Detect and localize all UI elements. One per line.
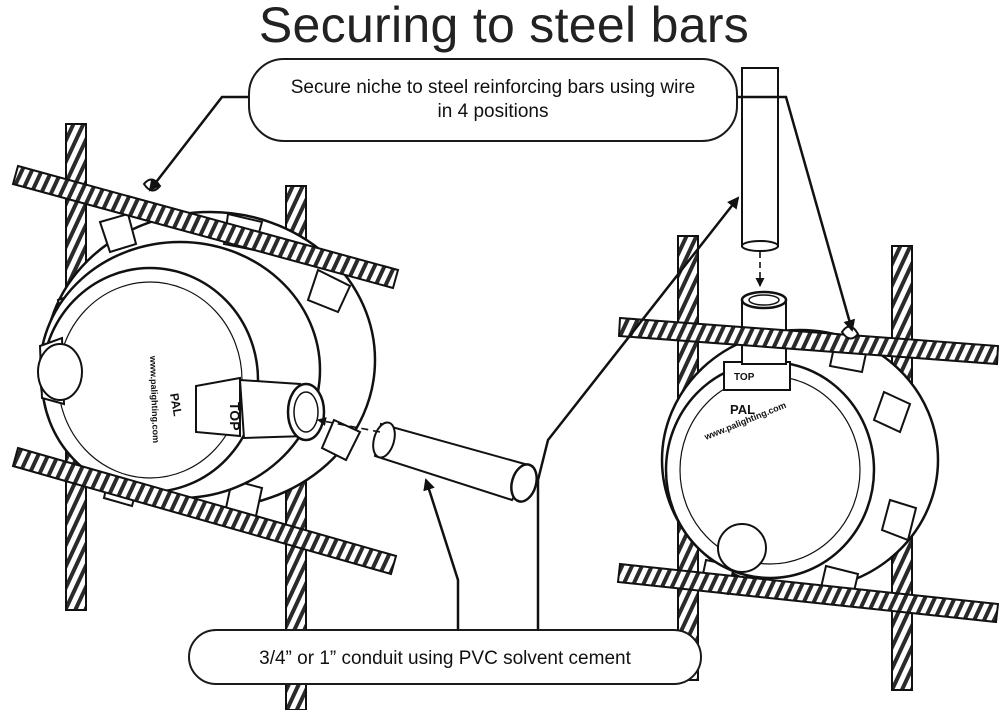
left-insert-arrow: [317, 417, 381, 433]
conduit-callout: 3/4” or 1” conduit using PVC solvent cem…: [188, 629, 702, 685]
right-logo: PAL: [730, 402, 755, 417]
bottom-callout-leaders: [423, 196, 740, 630]
left-horizontal-rebar-bottom: [11, 446, 398, 576]
callout-line-2: in 4 positions: [437, 101, 549, 122]
wire-instruction-callout: Secure niche to steel reinforcing bars u…: [248, 58, 738, 142]
right-horizontal-rebar-top: [617, 316, 1000, 366]
right-top-tag: TOP: [734, 372, 755, 383]
left-website: www.palighting.com: [148, 355, 161, 443]
left-top-tag: TOP: [227, 402, 243, 431]
page-title: Securing to steel bars: [258, 0, 750, 53]
left-horizontal-rebar-top: [11, 164, 400, 290]
right-niche: [660, 290, 940, 602]
right-horizontal-rebar-bottom: [616, 562, 1000, 624]
right-conduit-pipe: [741, 67, 779, 252]
left-conduit-pipe: [372, 421, 538, 503]
top-callout-leaders: [148, 95, 856, 332]
right-assembly: [616, 235, 1000, 691]
left-logo: PAL: [167, 392, 185, 417]
left-assembly: [11, 123, 400, 710]
callout-line-1: Secure niche to steel reinforcing bars u…: [290, 77, 696, 98]
